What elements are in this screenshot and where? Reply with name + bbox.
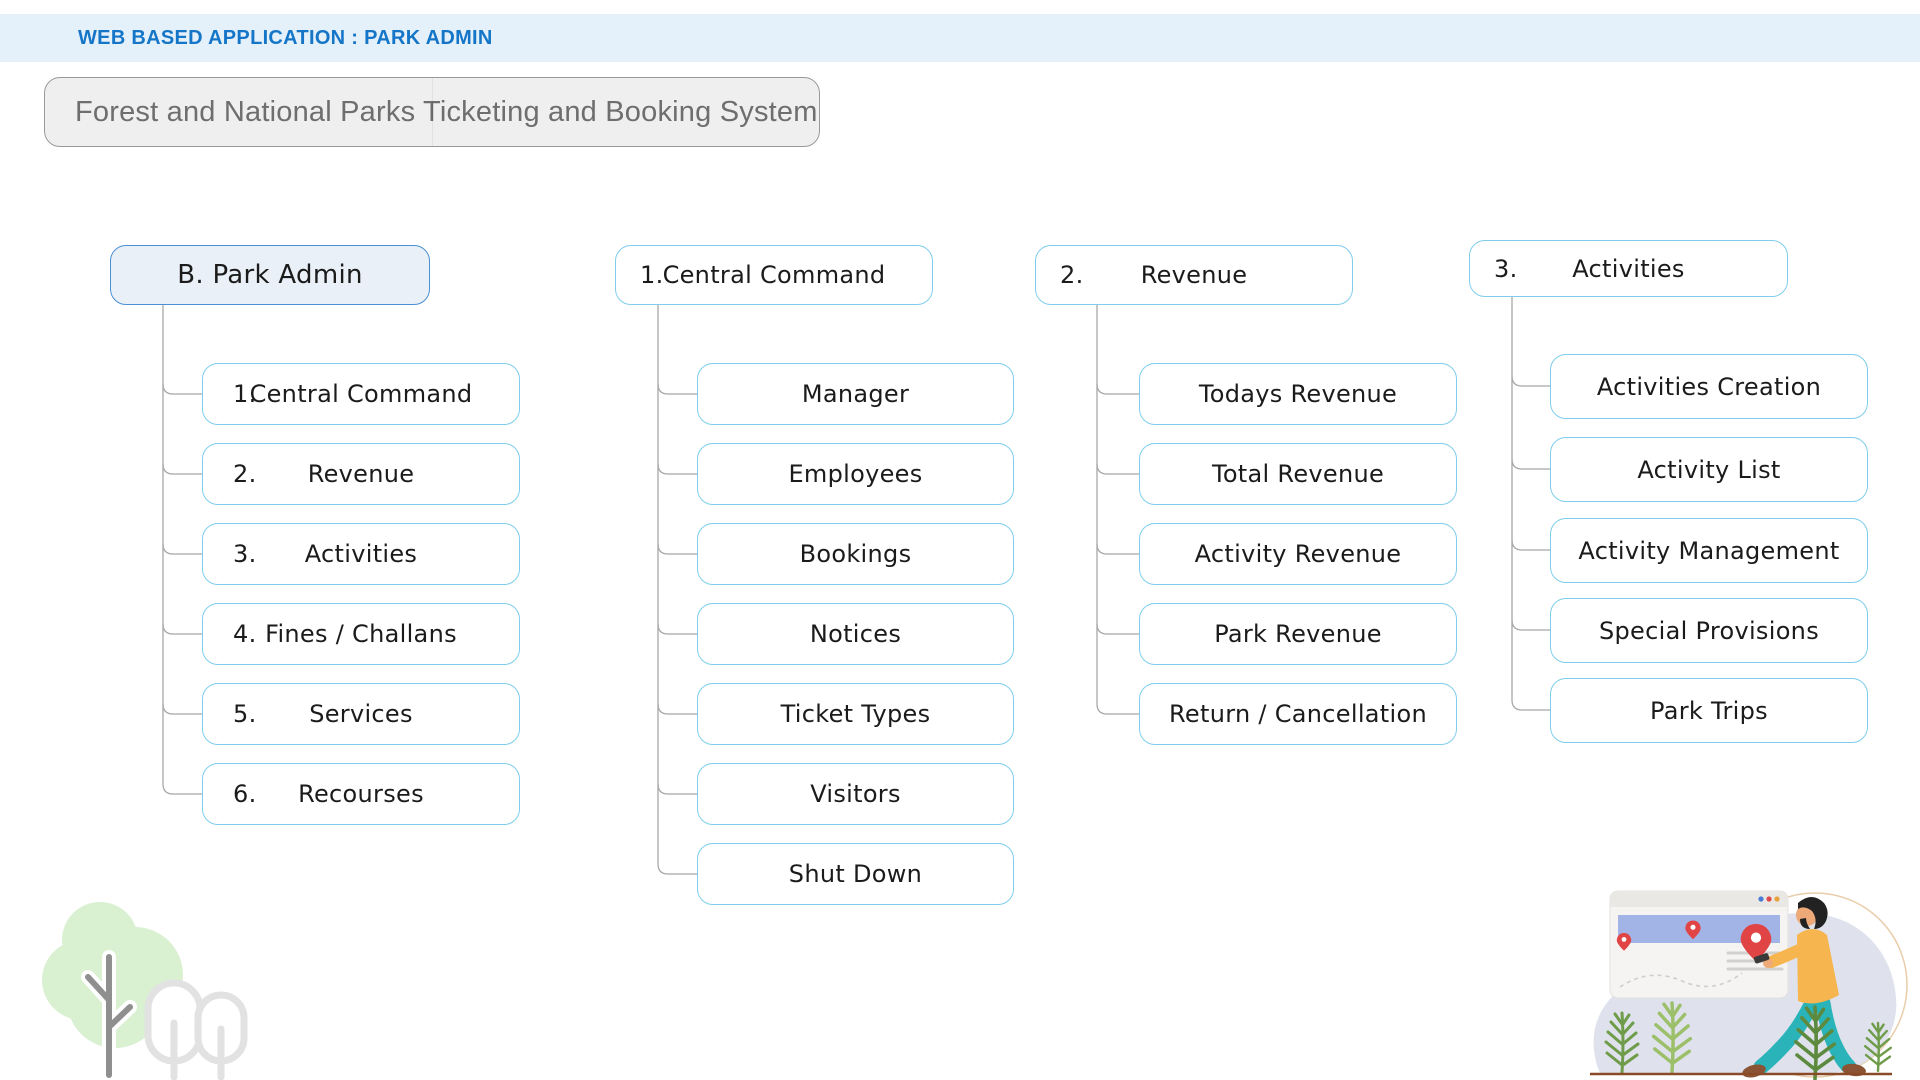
node-employees[interactable]: Employees (697, 443, 1014, 505)
node-activities[interactable]: 3. Activities (202, 523, 520, 585)
node-total-revenue[interactable]: Total Revenue (1139, 443, 1457, 505)
node-activities-creation[interactable]: Activities Creation (1550, 354, 1868, 419)
node-park-trips[interactable]: Park Trips (1550, 678, 1868, 743)
node-label: Bookings (799, 540, 912, 568)
node-number: 2. (1060, 261, 1084, 289)
node-label: Recourses (298, 780, 424, 808)
node-shut-down[interactable]: Shut Down (697, 843, 1014, 905)
node-label: Activities Creation (1596, 372, 1822, 401)
node-label: Ticket Types (780, 700, 931, 728)
traveler-illustration-icon (1560, 855, 1910, 1080)
system-title: Forest and National Parks Ticketing and … (75, 95, 818, 128)
node-label: Employees (788, 460, 923, 488)
node-number: 3. (1494, 254, 1518, 283)
node-label: Park Trips (1650, 696, 1768, 725)
node-label: Activities (304, 540, 418, 568)
node-label: Activities (1572, 254, 1685, 283)
node-label: Central Command (662, 261, 886, 289)
node-fines-challans[interactable]: 4. Fines / Challans (202, 603, 520, 665)
node-label: Activity List (1637, 455, 1781, 484)
node-label: Shut Down (788, 860, 923, 888)
node-number: 2. (233, 460, 257, 488)
node-central-command[interactable]: 1. Central Command (202, 363, 520, 425)
node-visitors[interactable]: Visitors (697, 763, 1014, 825)
node-label: B. Park Admin (177, 260, 363, 290)
system-title-box: Forest and National Parks Ticketing and … (44, 77, 820, 147)
node-label: Manager (801, 380, 910, 408)
node-number: 1. (233, 380, 257, 408)
node-number: 5. (233, 700, 257, 728)
node-notices[interactable]: Notices (697, 603, 1014, 665)
node-label: Notices (809, 620, 902, 648)
group-header-activities[interactable]: 3. Activities (1469, 240, 1788, 297)
node-bookings[interactable]: Bookings (697, 523, 1014, 585)
group-header-revenue[interactable]: 2. Revenue (1035, 245, 1353, 305)
node-label: Total Revenue (1211, 460, 1385, 488)
group-header-central-command[interactable]: 1. Central Command (615, 245, 933, 305)
node-return-cancellation[interactable]: Return / Cancellation (1139, 683, 1457, 745)
node-activity-revenue[interactable]: Activity Revenue (1139, 523, 1457, 585)
node-manager[interactable]: Manager (697, 363, 1014, 425)
node-activity-management[interactable]: Activity Management (1550, 518, 1868, 583)
node-label: Activity Management (1578, 536, 1840, 565)
node-park-revenue[interactable]: Park Revenue (1139, 603, 1457, 665)
node-revenue[interactable]: 2. Revenue (202, 443, 520, 505)
node-number: 1. (640, 261, 664, 289)
node-label: Fines / Challans (265, 620, 457, 648)
page-title: WEB BASED APPLICATION : PARK ADMIN (78, 26, 493, 49)
node-services[interactable]: 5. Services (202, 683, 520, 745)
node-ticket-types[interactable]: Ticket Types (697, 683, 1014, 745)
node-number: 3. (233, 540, 257, 568)
node-recourses[interactable]: 6. Recourses (202, 763, 520, 825)
top-bar: WEB BASED APPLICATION : PARK ADMIN (0, 14, 1920, 62)
node-todays-revenue[interactable]: Todays Revenue (1139, 363, 1457, 425)
node-activity-list[interactable]: Activity List (1550, 437, 1868, 502)
node-label: Park Revenue (1214, 620, 1382, 648)
node-label: Return / Cancellation (1169, 700, 1427, 728)
node-label: Central Command (249, 380, 473, 408)
node-number: 6. (233, 780, 257, 808)
node-label: Services (309, 700, 413, 728)
node-label: Revenue (307, 460, 415, 488)
node-label: Special Provisions (1598, 616, 1820, 645)
node-label: Todays Revenue (1198, 380, 1398, 408)
node-label: Activity Revenue (1194, 540, 1402, 568)
node-label: Visitors (810, 780, 901, 808)
node-number: 4. (233, 620, 257, 648)
tree-illustration-icon (40, 895, 300, 1080)
node-special-provisions[interactable]: Special Provisions (1550, 598, 1868, 663)
node-label: Revenue (1140, 261, 1248, 289)
node-park-admin[interactable]: B. Park Admin (110, 245, 430, 305)
